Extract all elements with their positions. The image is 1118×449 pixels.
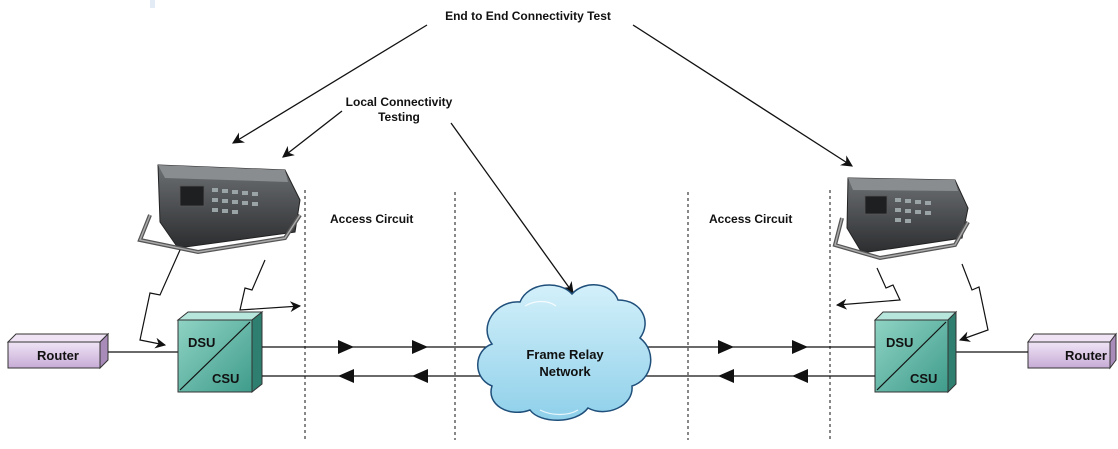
- arrow-right-4: [792, 340, 808, 354]
- arrow-right-1: [338, 340, 354, 354]
- access-circuit-left-label: Access Circuit: [330, 212, 413, 226]
- left-test-set-icon: [137, 164, 302, 255]
- direction-arrows: [338, 340, 808, 383]
- local-testing-arrow: [282, 110, 343, 158]
- left-router[interactable]: Router: [6, 332, 110, 370]
- left-tester-to-access-link: [239, 259, 302, 313]
- access-circuit-right-label: Access Circuit: [709, 212, 792, 226]
- arrow-left-2: [412, 369, 428, 383]
- circuit-lines: [262, 346, 875, 377]
- arrow-right-2: [412, 340, 428, 354]
- frame-relay-cloud-icon: Frame Relay Network: [477, 284, 652, 421]
- arrow-right-3: [718, 340, 734, 354]
- arrow-left-3: [718, 369, 734, 383]
- tester-connections: [139, 249, 989, 349]
- arrow-left-4: [792, 369, 808, 383]
- right-test-set-icon: [832, 177, 970, 261]
- network-arrow: [450, 122, 574, 294]
- left-dsu-csu-icon: DSU CSU: [176, 310, 264, 394]
- local-testing-label-line1: Local Connectivity: [346, 95, 453, 109]
- pointer-arrows: [232, 24, 853, 294]
- right-dsu-csu-icon: DSU CSU: [873, 310, 958, 394]
- network-label-line2: Network: [539, 364, 591, 379]
- arrow-left-1: [338, 369, 354, 383]
- end-to-end-label: End to End Connectivity Test: [445, 9, 611, 23]
- right-router[interactable]: Router: [1027, 332, 1117, 370]
- network-label-line1: Frame Relay: [526, 347, 604, 362]
- left-csu-label: CSU: [212, 371, 239, 386]
- end-to-end-arrow-left: [232, 24, 428, 144]
- right-tester-to-access-link: [835, 267, 901, 310]
- left-router-label: Router: [37, 348, 79, 363]
- right-router-label: Router: [1065, 348, 1107, 363]
- left-tester-to-dsu-link: [139, 249, 181, 349]
- end-to-end-arrow-right: [632, 24, 853, 167]
- left-dsu-label: DSU: [188, 335, 215, 350]
- boundary-lines: [304, 190, 831, 440]
- right-tester-to-dsu-link: [958, 263, 989, 342]
- right-csu-label: CSU: [910, 371, 937, 386]
- local-testing-label-line2: Testing: [378, 110, 420, 124]
- right-dsu-label: DSU: [886, 335, 913, 350]
- corner-accent: [150, 0, 155, 8]
